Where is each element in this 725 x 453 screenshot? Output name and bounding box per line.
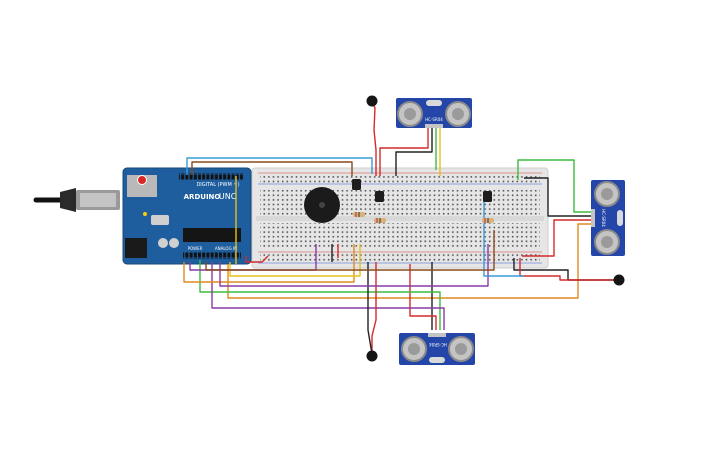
right-sensor-label: HC-SR04 — [601, 209, 606, 227]
wire-bottom-mic-black — [367, 262, 373, 355]
wire-red-arduino — [245, 255, 269, 263]
atmega-chip — [183, 228, 241, 242]
analog-label: ANALOG IN — [215, 246, 237, 251]
usb-cable — [33, 188, 120, 212]
wire-orange-left — [183, 244, 355, 283]
usb-port — [127, 175, 157, 197]
model-label: UNO — [219, 192, 237, 201]
capacitor-1 — [158, 238, 168, 248]
top-sensor-label: HC-SR04 — [425, 117, 443, 122]
transistor-1[interactable] — [352, 179, 361, 190]
top-power-rail — [260, 175, 540, 183]
wire-bottom-mic-red — [371, 262, 377, 354]
ultrasonic-sensor-top[interactable]: HC-SR04 — [396, 98, 472, 128]
arduino-uno-board[interactable]: DIGITAL (PWM ~) ARDUINO UNO POWER ANALOG… — [122, 167, 252, 265]
capacitor-2 — [169, 238, 179, 248]
bottom-power-rail — [260, 254, 540, 262]
wire-bottom-sensor-green — [199, 260, 441, 330]
wire-blue-right — [483, 200, 524, 277]
bottom-sensor-label: HC-SR04 — [429, 342, 447, 347]
digital-label: DIGITAL (PWM ~) — [196, 182, 239, 188]
wires — [183, 101, 618, 355]
wire-brown-right — [205, 230, 495, 271]
wire-top-sensor-black — [395, 128, 433, 176]
terminal-strip-top — [260, 190, 540, 215]
breadboard[interactable] — [251, 167, 549, 269]
resistor-3[interactable] — [482, 218, 494, 223]
wire-bottom-sensor-red — [409, 264, 437, 330]
wire-yellow-left — [229, 244, 361, 277]
microphone-top[interactable] — [366, 95, 378, 107]
power-analog-header — [183, 252, 241, 259]
wire-blue-top-loop — [186, 157, 373, 175]
crystal — [151, 215, 169, 225]
wire-right-sensor-red — [522, 219, 592, 257]
power-label: POWER — [188, 246, 203, 251]
piezo-buzzer[interactable] — [304, 187, 340, 223]
microphone-right[interactable] — [613, 274, 625, 286]
brand-label: ARDUINO — [184, 193, 221, 201]
wire-brown-top-loop — [191, 161, 353, 176]
ultrasonic-sensor-bottom[interactable]: HC-SR04 — [399, 333, 475, 365]
transistor-3[interactable] — [483, 191, 492, 202]
center-channel — [256, 216, 544, 221]
terminal-strip-bottom — [260, 223, 540, 248]
wire-bottom-sensor-purple — [211, 262, 445, 330]
resistor-1[interactable] — [353, 212, 365, 217]
wire-right-sensor-green — [517, 159, 592, 213]
reset-button[interactable] — [137, 175, 147, 185]
digital-header — [179, 173, 243, 180]
power-jack — [125, 238, 147, 258]
wire-right-sensor-black — [524, 177, 592, 217]
transistor-2[interactable] — [375, 191, 384, 202]
resistor-2[interactable] — [374, 218, 386, 223]
microphone-bottom[interactable] — [366, 350, 378, 362]
wire-purple-right — [219, 244, 489, 287]
status-led — [143, 212, 147, 216]
ultrasonic-sensor-right[interactable]: HC-SR04 — [591, 180, 625, 256]
wire-top-sensor-red — [379, 128, 429, 176]
wire-right-mic-red — [519, 258, 618, 281]
